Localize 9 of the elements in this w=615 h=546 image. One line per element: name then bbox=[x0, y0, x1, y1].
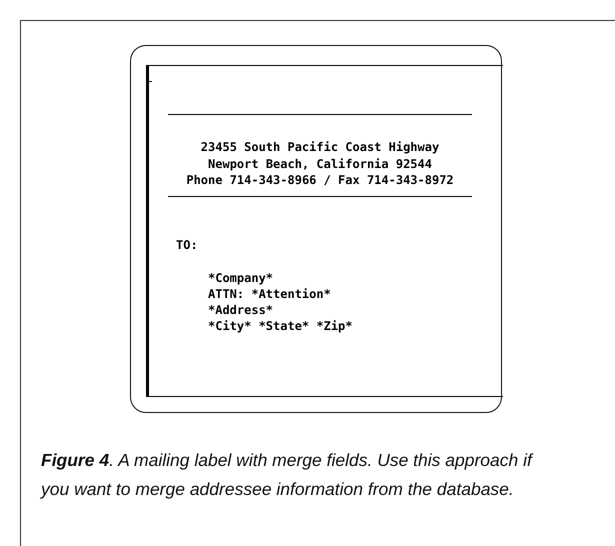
merge-field-text: *City* *State* *Zip* bbox=[208, 318, 352, 334]
address-text: 23455 South Pacific Coast Highway bbox=[200, 139, 440, 155]
address-text: Newport Beach, California 92544 bbox=[208, 156, 432, 172]
merge-field-text: *Address* bbox=[208, 302, 274, 318]
figure-caption: Figure 4. A mailing label with merge fields. Use this approach if you want to merge addressee information from the database. bbox=[41, 449, 534, 501]
recipient-heading: TO: bbox=[176, 237, 198, 253]
phone-text: Phone 714-343-8966 / Fax 714-343-8972 bbox=[186, 172, 454, 188]
merge-field-text: ATTN: *Attention* bbox=[208, 286, 331, 302]
merge-field-text: *Company* bbox=[208, 270, 274, 286]
